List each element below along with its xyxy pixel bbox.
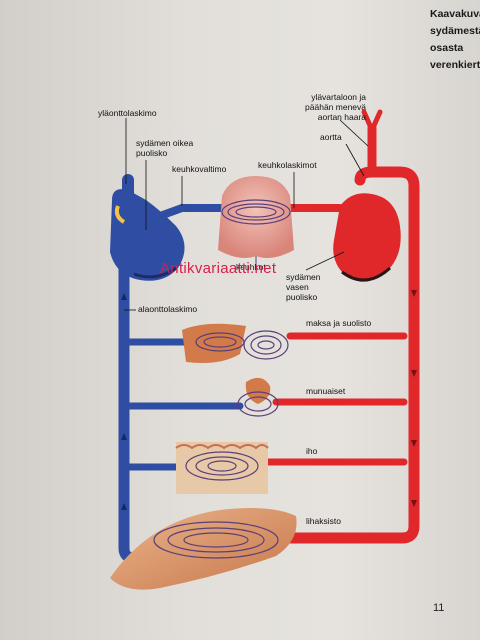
label-leader-lines xyxy=(124,118,369,311)
flow-arrow xyxy=(121,433,127,440)
label-left-heart-half: sydämen vasen puolisko xyxy=(286,272,321,302)
flow-arrow xyxy=(411,500,417,507)
flow-arrow xyxy=(121,293,127,300)
label-line: puolisko xyxy=(136,148,168,158)
pulmonary-artery-vessel xyxy=(156,204,236,220)
right-heart-half xyxy=(110,189,185,281)
label-liver-gut: maksa ja suolisto xyxy=(306,318,372,328)
flow-arrows-venous xyxy=(121,293,127,510)
label-line: sydämen oikea xyxy=(136,138,194,148)
label-vena-cava-superior: yläonttolaskimo xyxy=(98,108,157,118)
flow-arrow xyxy=(411,370,417,377)
label-right-heart-half: sydämen oikea puolisko xyxy=(136,138,193,158)
flow-arrow xyxy=(411,440,417,447)
label-line: aortan haara xyxy=(317,112,366,122)
watermark-text: Antikvariaatti.net xyxy=(160,260,277,277)
caption-line: osasta xyxy=(430,42,464,54)
arterial-vessels xyxy=(258,109,420,544)
label-kidneys: munuaiset xyxy=(306,386,346,396)
skin-organ xyxy=(175,442,269,494)
muscle-organ xyxy=(110,508,297,590)
label-aorta: aortta xyxy=(320,132,342,142)
label-line: sydämen xyxy=(286,272,321,282)
flow-arrow xyxy=(411,290,417,297)
kidney-organ xyxy=(237,377,279,417)
caption-line: sydämestä j xyxy=(430,25,480,37)
flow-arrows xyxy=(411,290,417,507)
label-pulmonary-veins: keuhkolaskimot xyxy=(258,160,317,170)
label-line: päähän menevä xyxy=(305,102,366,112)
page-number: 11 xyxy=(433,602,445,614)
gut-capillaries xyxy=(243,330,289,360)
aorta-descending-vessel xyxy=(284,166,420,544)
label-pulmonary-artery: keuhkovaltimo xyxy=(172,164,227,174)
label-lungs: keuhkot xyxy=(236,262,266,272)
label-vena-cava-inferior: alaonttolaskimo xyxy=(138,304,198,314)
aorta-branch-fork xyxy=(361,109,383,133)
label-aorta-branch: ylävartaloon ja päähän menevä aortan haa… xyxy=(264,92,366,122)
caption-line: verenkierto xyxy=(430,59,480,71)
label-line: puolisko xyxy=(286,292,318,302)
label-line: ylävartaloon ja xyxy=(311,92,366,102)
label-muscles: lihaksisto xyxy=(306,516,341,526)
label-skin: iho xyxy=(306,446,318,456)
figure-caption: Kaavakuva sydämestä j osasta verenkierto xyxy=(430,6,480,74)
label-line: vasen xyxy=(286,282,309,292)
liver-organ xyxy=(182,323,246,363)
left-heart-half xyxy=(333,193,401,282)
flow-arrow xyxy=(121,503,127,510)
caption-line: Kaavakuva xyxy=(430,8,480,20)
lungs-organ xyxy=(218,176,294,266)
